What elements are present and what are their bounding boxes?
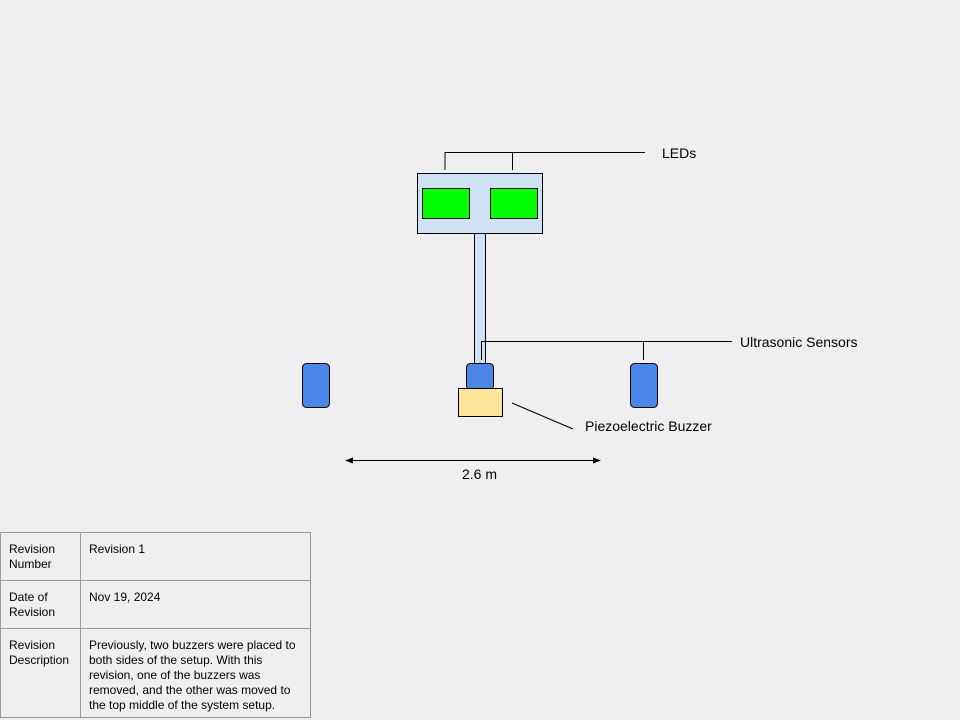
- distance-arrowhead-right: [593, 457, 601, 464]
- piezo-buzzer-label: Piezoelectric Buzzer: [585, 418, 712, 434]
- revision-table: Revision Number Revision 1 Date of Revis…: [0, 532, 311, 718]
- mounting-pole: [474, 233, 486, 364]
- revision-number-value: Revision 1: [80, 532, 311, 581]
- revision-description-key: Revision Description: [0, 628, 81, 718]
- revision-date-key: Date of Revision: [0, 580, 81, 629]
- distance-label: 2.6 m: [462, 466, 498, 482]
- distance-arrowhead-left: [345, 457, 353, 464]
- revision-date-value: Nov 19, 2024: [80, 580, 311, 629]
- ultrasonic-sensors-label: Ultrasonic Sensors: [740, 334, 858, 350]
- led-left: [422, 188, 470, 219]
- sensors-callout-line: [481, 341, 732, 360]
- table-row: Revision Number Revision 1: [0, 532, 311, 581]
- revision-number-key: Revision Number: [0, 532, 81, 581]
- table-row: Revision Description Previously, two buz…: [0, 628, 311, 718]
- leds-label: LEDs: [662, 145, 697, 161]
- led-right: [490, 188, 538, 219]
- ultrasonic-sensor-left: [302, 363, 330, 408]
- ultrasonic-sensor-right: [630, 363, 658, 408]
- revision-description-value: Previously, two buzzers were placed to b…: [80, 628, 311, 718]
- leds-callout-line: [444, 152, 645, 170]
- table-row: Date of Revision Nov 19, 2024: [0, 580, 311, 629]
- buzzer-callout-line: [511, 402, 574, 430]
- ultrasonic-sensor-center: [466, 363, 494, 390]
- piezo-buzzer: [458, 388, 503, 417]
